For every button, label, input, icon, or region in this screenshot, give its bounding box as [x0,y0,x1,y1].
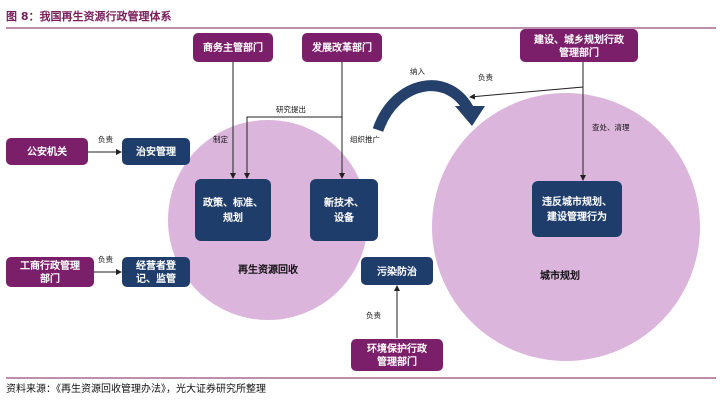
yanjiu-label: 研究提出 [276,104,306,114]
svg-text:建设、城乡规划行政: 建设、城乡规划行政 [533,33,625,46]
svg-text:发展改革部门: 发展改革部门 [311,41,372,54]
zuzhi-label: 组织推广 [350,134,380,144]
figure-title: 图 8：我国再生资源行政管理体系 [6,9,171,23]
violation-box: 违反城市规划、 建设管理行为 [532,181,622,237]
svg-text:商务主管部门: 商务主管部门 [203,41,263,54]
svg-text:记、监管: 记、监管 [136,272,176,285]
svg-text:违反城市规划、: 违反城市规划、 [542,195,612,208]
construction-dept-box: 建设、城乡规划行政 管理部门 [520,29,638,62]
svg-text:政策、标准、: 政策、标准、 [203,196,263,209]
naru-label: 纳入 [410,66,425,76]
tech-box: 新技术、 设备 [310,179,378,241]
svg-text:治安管理: 治安管理 [136,145,176,158]
policy-box: 政策、标准、 规划 [195,179,271,241]
svg-text:建设管理行为: 建设管理行为 [546,210,607,223]
svg-text:经营者登: 经营者登 [136,259,177,272]
chachu-label: 查处、清理 [592,122,630,132]
svg-text:管理部门: 管理部门 [559,46,599,59]
svg-text:管理部门: 管理部门 [377,355,417,368]
environment-dept-box: 环境保护行政 管理部门 [351,339,443,371]
curved-arrow-shaft [372,80,475,132]
zhiding-label: 制定 [213,134,228,144]
police-resp-label: 负责 [98,134,113,144]
industry-dept-box: 工商行政管理 部门 [6,257,94,287]
urban-planning-circle-label: 城市规划 [540,269,580,282]
industry-resp-label: 负责 [98,254,113,264]
construction-resp-label: 负责 [478,72,493,82]
operator-box: 经营者登 记、监管 [122,257,190,287]
svg-text:规划: 规划 [223,211,243,224]
svg-text:部门: 部门 [40,272,60,285]
curved-arrow-head [455,106,485,126]
svg-text:环境保护行政: 环境保护行政 [367,342,428,355]
police-box: 公安机关 [6,138,88,165]
svg-text:新技术、: 新技术、 [324,196,364,209]
ndrc-to-policy-line [244,116,342,179]
security-box: 治安管理 [122,138,190,165]
svg-text:污染防治: 污染防治 [377,265,417,278]
environment-resp-label: 负责 [366,310,381,320]
source-note: 资料来源：《再生资源回收管理办法》，光大证券研究所整理 [6,382,266,395]
svg-text:设备: 设备 [334,211,355,224]
svg-text:工商行政管理: 工商行政管理 [20,259,80,272]
pollution-box: 污染防治 [361,257,433,285]
commerce-dept-box: 商务主管部门 [193,33,273,62]
ndrc-dept-box: 发展改革部门 [302,33,382,62]
recycling-circle-label: 再生资源回收 [238,263,298,276]
svg-text:公安机关: 公安机关 [27,145,67,158]
